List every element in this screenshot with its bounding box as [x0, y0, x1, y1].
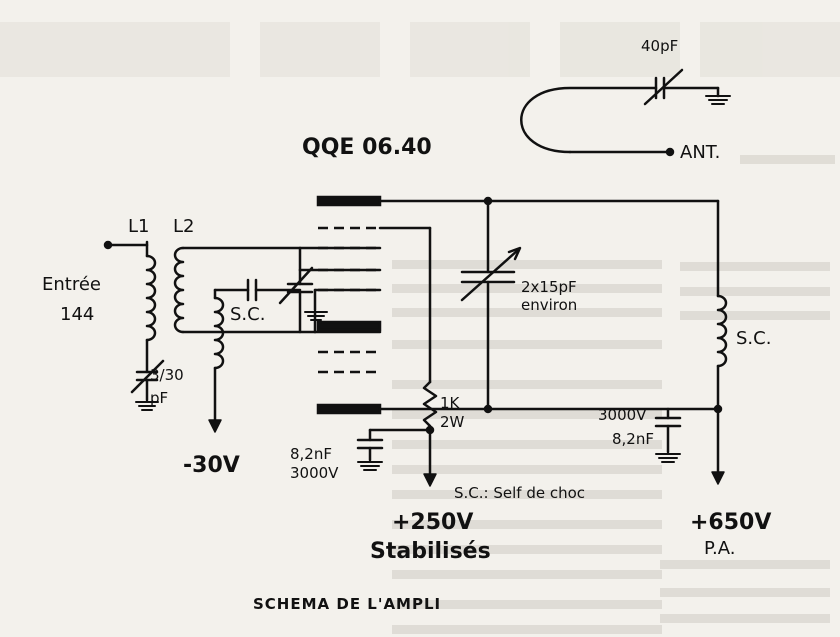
antenna-cap-value: 40pF: [641, 37, 678, 55]
background-bleed: [0, 22, 840, 634]
input-cap-unit: pF: [150, 389, 168, 407]
screen-arrow: [423, 473, 437, 487]
ground-screen: [357, 461, 383, 471]
input-freq-label: 144: [60, 304, 94, 325]
hv-arrow: [711, 471, 725, 485]
l1-coil: [145, 240, 157, 374]
plate-voltage: +650V: [690, 510, 771, 535]
plate-choke: [716, 294, 728, 368]
pa-cap-value: 8,2nF: [612, 430, 654, 448]
l1-label: L1: [128, 216, 149, 237]
ground-input: [135, 401, 159, 411]
screen-cap-value: 8,2nF: [290, 445, 332, 463]
ground-pa: [655, 453, 681, 463]
screen-voltage: +250V: [392, 510, 473, 535]
tank-cap-value: 2x15pF: [521, 278, 577, 296]
screen-resistor: [422, 380, 438, 482]
bias-voltage: -30V: [183, 453, 240, 478]
input-label: Entrée: [42, 274, 101, 295]
grid-choke: [213, 288, 225, 426]
l2-label: L2: [173, 216, 194, 237]
screen-cap-voltage: 3000V: [290, 464, 339, 482]
tube-label: QQE 06.40: [302, 135, 432, 160]
antenna-link: [520, 68, 720, 157]
figure-caption: SCHEMA DE L'AMPLI: [253, 595, 442, 613]
l2-coil: [173, 246, 317, 334]
resistor-value: 1K: [440, 394, 461, 412]
bias-arrow: [208, 419, 222, 433]
resistor-power: 2W: [440, 413, 465, 431]
tank-capacitor: [460, 199, 522, 411]
grid-trimmer: [278, 266, 314, 334]
tank-cap-note: environ: [521, 296, 577, 314]
stabilised-label: Stabilisés: [370, 539, 491, 564]
pa-label: P.A.: [704, 538, 736, 559]
ground-antenna: [705, 95, 731, 105]
choke-note: S.C.: Self de choc: [454, 484, 585, 502]
pa-cap-voltage: 3000V: [598, 406, 647, 424]
screen-capacitor: [356, 438, 384, 462]
tube-qqe0640: [316, 195, 382, 415]
input-cap-value: 3/30: [150, 366, 184, 384]
antenna-label: ANT.: [680, 142, 720, 163]
pa-capacitor: [654, 416, 682, 454]
input-trimmer-cap: [130, 359, 165, 402]
grid-choke-label: S.C.: [230, 304, 265, 325]
plate-choke-label: S.C.: [736, 328, 771, 349]
